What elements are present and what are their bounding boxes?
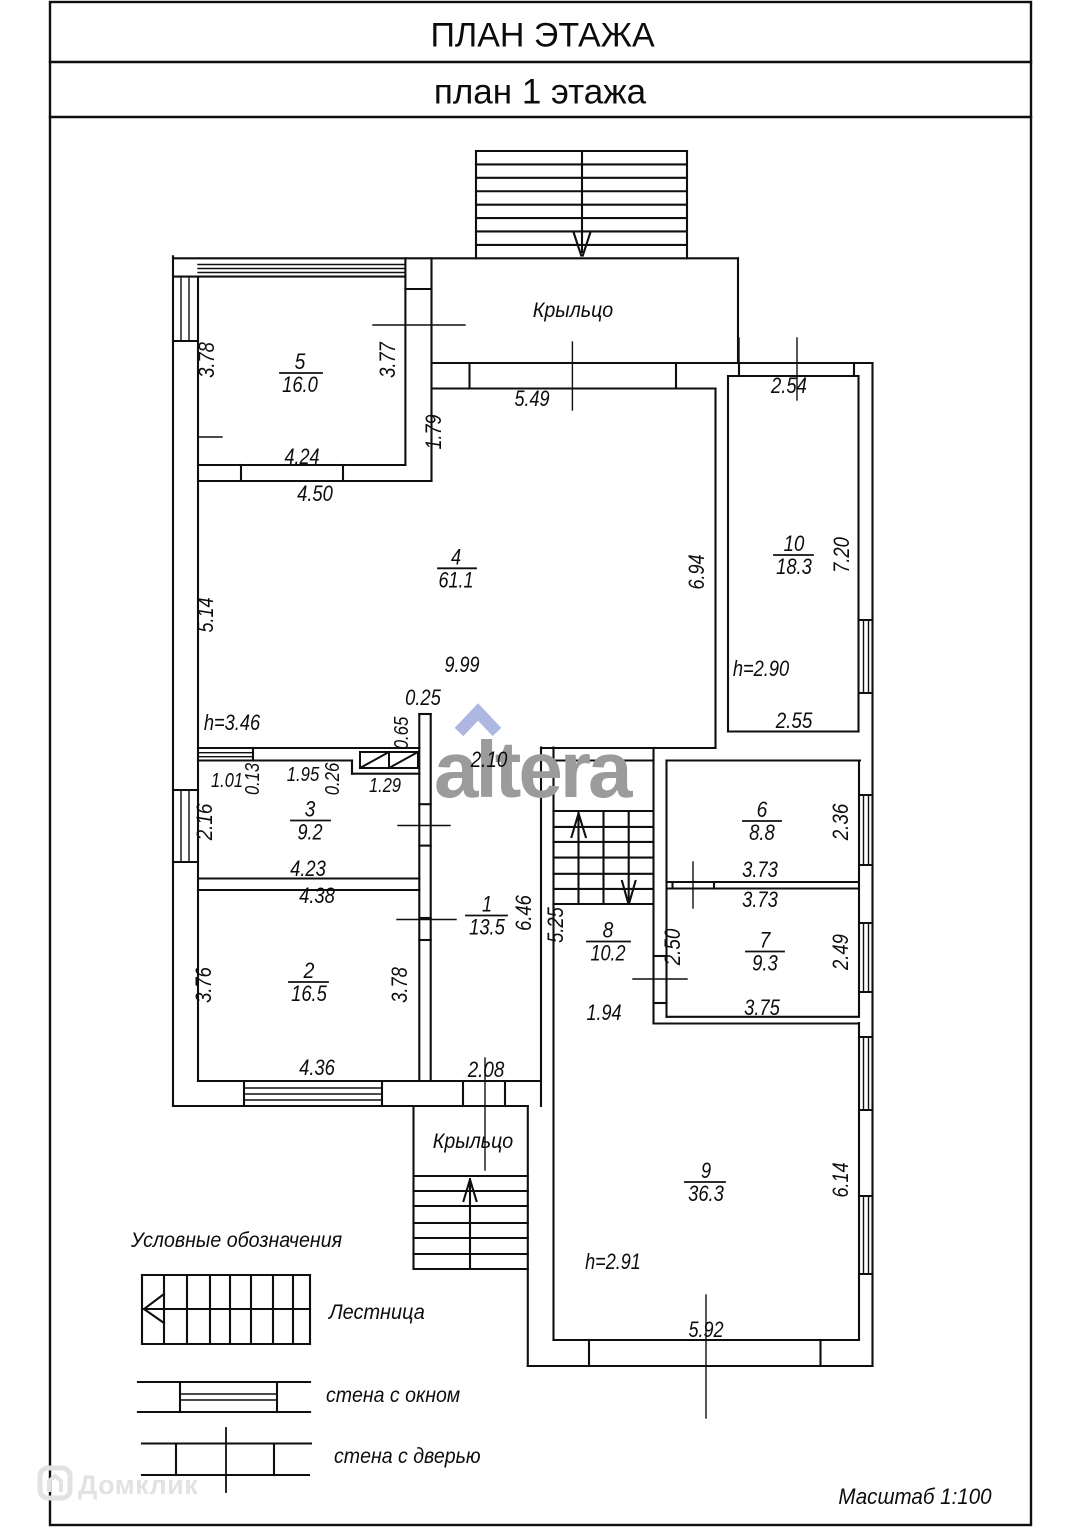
svg-text:2.50: 2.50 [660,928,685,966]
svg-text:6.46: 6.46 [511,894,536,930]
svg-text:2.08: 2.08 [467,1057,505,1082]
svg-text:стена с дверью: стена с дверью [334,1445,481,1468]
svg-text:9.99: 9.99 [444,652,479,677]
svg-text:5.92: 5.92 [688,1317,723,1342]
svg-text:h=3.46: h=3.46 [204,710,261,735]
svg-text:0.25: 0.25 [405,685,441,710]
svg-text:3: 3 [305,797,316,822]
svg-text:3.73: 3.73 [742,887,778,912]
svg-text:5.49: 5.49 [514,386,549,411]
svg-text:5.25: 5.25 [543,906,568,942]
svg-text:h=2.90: h=2.90 [733,656,790,681]
svg-text:2.55: 2.55 [775,708,813,733]
svg-text:4.38: 4.38 [299,883,335,908]
svg-text:Крыльцо: Крыльцо [433,1130,514,1153]
svg-text:6: 6 [757,797,768,822]
svg-text:7.20: 7.20 [829,536,854,572]
svg-text:16.5: 16.5 [291,981,327,1006]
svg-text:3.76: 3.76 [191,966,216,1002]
svg-text:9.2: 9.2 [297,820,322,845]
svg-text:3.73: 3.73 [742,857,778,882]
svg-text:1.29: 1.29 [369,775,401,797]
svg-text:9: 9 [701,1158,711,1183]
svg-text:0.26: 0.26 [322,762,344,795]
svg-text:2.36: 2.36 [828,803,853,841]
svg-text:1.94: 1.94 [586,1000,621,1025]
svg-text:7: 7 [760,928,771,953]
svg-text:10.2: 10.2 [590,941,625,966]
svg-text:Крыльцо: Крыльцо [533,299,614,322]
svg-text:4.23: 4.23 [290,856,326,881]
svg-text:6.94: 6.94 [684,554,709,589]
svg-text:altera: altera [434,725,633,814]
svg-text:16.0: 16.0 [282,372,318,397]
svg-text:8: 8 [603,918,614,943]
svg-text:Лестница: Лестница [327,1301,425,1324]
svg-text:10: 10 [784,531,805,556]
svg-text:2: 2 [303,958,315,983]
svg-text:18.3: 18.3 [776,554,812,579]
svg-text:1.01: 1.01 [211,770,243,792]
svg-text:3.78: 3.78 [387,966,412,1002]
svg-text:2.49: 2.49 [828,934,853,971]
svg-text:0.13: 0.13 [242,763,264,795]
svg-text:3.75: 3.75 [744,995,780,1020]
svg-text:1.95: 1.95 [287,764,320,786]
svg-text:8.8: 8.8 [749,820,775,845]
svg-text:h=2.91: h=2.91 [585,1249,641,1274]
svg-text:13.5: 13.5 [469,915,505,940]
svg-text:6.14: 6.14 [828,1162,853,1197]
svg-text:план 1 этажа: план 1 этажа [434,73,647,112]
svg-text:3.77: 3.77 [375,341,400,377]
svg-text:61.1: 61.1 [438,567,473,592]
svg-text:36.3: 36.3 [688,1181,724,1206]
svg-text:4.36: 4.36 [299,1055,335,1080]
svg-text:ПЛАН ЭТАЖА: ПЛАН ЭТАЖА [430,17,655,55]
svg-text:5: 5 [295,349,306,374]
svg-text:2.16: 2.16 [192,803,217,841]
svg-text:4.50: 4.50 [297,481,333,506]
svg-text:0.65: 0.65 [391,716,413,749]
svg-text:3.78: 3.78 [194,341,219,377]
svg-text:4.24: 4.24 [284,444,319,469]
svg-text:4: 4 [451,544,461,569]
svg-text:2.54: 2.54 [770,373,807,398]
svg-text:1: 1 [482,892,492,917]
svg-text:Условные обозначения: Условные обозначения [130,1229,342,1252]
svg-text:Масштаб 1:100: Масштаб 1:100 [838,1484,992,1509]
svg-text:стена с окном: стена с окном [326,1384,460,1407]
svg-text:Домклик: Домклик [78,1470,198,1500]
svg-text:5.14: 5.14 [193,597,218,632]
svg-text:1.79: 1.79 [421,414,446,449]
svg-text:2.10: 2.10 [470,747,508,772]
svg-text:9.3: 9.3 [752,951,778,976]
